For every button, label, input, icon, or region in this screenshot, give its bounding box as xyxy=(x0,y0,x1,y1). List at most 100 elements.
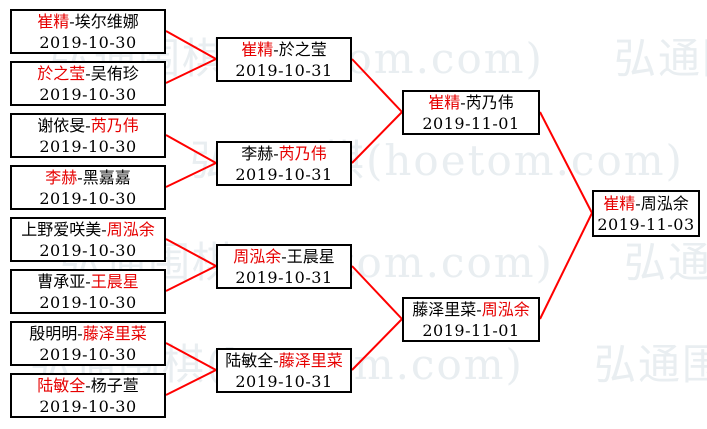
connector-line xyxy=(539,212,593,320)
match-date: 2019-10-30 xyxy=(39,136,137,156)
match-date: 2019-11-01 xyxy=(422,320,520,340)
vs-separator: - xyxy=(273,350,279,370)
vs-separator: - xyxy=(460,92,466,112)
player-name: 周泓余 xyxy=(233,246,282,266)
connector-line xyxy=(351,111,403,164)
match-box-r2-3: 周泓余-王晨星 2019-10-31 xyxy=(216,244,352,289)
vs-separator: - xyxy=(273,143,279,163)
match-players: 崔精-芮乃伟 xyxy=(428,92,513,113)
match-date: 2019-10-31 xyxy=(235,267,333,287)
player-name: 藤泽里菜 xyxy=(412,299,477,319)
player-name: 李赫 xyxy=(241,143,274,163)
player-name: 周泓余 xyxy=(481,299,530,319)
match-box-r1-4: 李赫-黑嘉嘉 2019-10-30 xyxy=(10,165,166,210)
match-players: 陆敏全-杨子萱 xyxy=(37,375,138,396)
player-name: 陆敏全 xyxy=(225,350,274,370)
match-players: 周泓余-王晨星 xyxy=(233,246,334,267)
player-name: 藤泽里菜 xyxy=(82,323,147,343)
player-name: 陆敏全 xyxy=(37,375,86,395)
connector-line xyxy=(351,58,403,113)
vs-separator: - xyxy=(85,115,91,135)
match-box-r1-7: 殷明明-藤泽里菜 2019-10-30 xyxy=(10,321,166,366)
match-box-sf-1: 崔精-芮乃伟 2019-11-01 xyxy=(402,90,540,135)
match-players: 崔精-於之莹 xyxy=(241,39,326,60)
match-box-r2-4: 陆敏全-藤泽里菜 2019-10-31 xyxy=(216,348,352,393)
match-players: 李赫-黑嘉嘉 xyxy=(45,167,130,188)
match-date: 2019-10-31 xyxy=(235,371,333,391)
match-box-sf-2: 藤泽里菜-周泓余 2019-11-01 xyxy=(402,297,540,342)
connector-line xyxy=(165,342,217,371)
vs-separator: - xyxy=(85,271,91,291)
player-name: 於之莹 xyxy=(37,63,86,83)
match-box-r2-2: 李赫-芮乃伟 2019-10-31 xyxy=(216,141,352,186)
player-name: 周泓余 xyxy=(640,193,689,213)
vs-separator: - xyxy=(273,39,279,59)
match-players: 李赫-芮乃伟 xyxy=(241,143,326,164)
match-players: 曹承亚-王晨星 xyxy=(37,271,138,292)
match-date: 2019-10-31 xyxy=(235,164,333,184)
match-date: 2019-11-03 xyxy=(597,214,695,234)
vs-separator: - xyxy=(101,219,107,239)
player-name: 殷明明 xyxy=(29,323,78,343)
match-box-r1-8: 陆敏全-杨子萱 2019-10-30 xyxy=(10,373,166,418)
match-date: 2019-10-30 xyxy=(39,396,137,416)
match-date: 2019-10-31 xyxy=(235,60,333,80)
match-box-r1-3: 谢依旻-芮乃伟 2019-10-30 xyxy=(10,113,166,158)
vs-separator: - xyxy=(635,193,641,213)
connector-line xyxy=(539,111,593,214)
vs-separator: - xyxy=(281,246,287,266)
match-box-r2-1: 崔精-於之莹 2019-10-31 xyxy=(216,37,352,82)
player-name: 芮乃伟 xyxy=(278,143,327,163)
match-players: 上野爱咲美-周泓余 xyxy=(21,219,154,240)
player-name: 崔精 xyxy=(603,193,636,213)
player-name: 崔精 xyxy=(37,11,70,31)
match-box-r1-6: 曹承亚-王晨星 2019-10-30 xyxy=(10,269,166,314)
connector-line xyxy=(165,265,217,292)
player-name: 杨子萱 xyxy=(90,375,139,395)
player-name: 王晨星 xyxy=(90,271,139,291)
player-name: 上野爱咲美 xyxy=(21,219,102,239)
match-date: 2019-10-30 xyxy=(39,188,137,208)
connector-line xyxy=(165,58,217,84)
player-name: 谢依旻 xyxy=(37,115,86,135)
match-players: 藤泽里菜-周泓余 xyxy=(412,299,529,320)
match-date: 2019-10-30 xyxy=(39,240,137,260)
match-players: 陆敏全-藤泽里菜 xyxy=(225,350,342,371)
player-name: 曹承亚 xyxy=(37,271,86,291)
match-date: 2019-10-30 xyxy=(39,292,137,312)
player-name: 崔精 xyxy=(241,39,274,59)
match-box-r1-2: 於之莹-吴侑珍 2019-10-30 xyxy=(10,61,166,106)
vs-separator: - xyxy=(77,323,83,343)
player-name: 王晨星 xyxy=(286,246,335,266)
vs-separator: - xyxy=(85,63,91,83)
connector-line xyxy=(351,318,403,371)
match-box-final: 崔精-周泓余 2019-11-03 xyxy=(592,190,700,237)
match-players: 崔精-周泓余 xyxy=(603,193,688,214)
player-name: 李赫 xyxy=(45,167,78,187)
match-players: 殷明明-藤泽里菜 xyxy=(29,323,146,344)
player-name: 於之莹 xyxy=(278,39,327,59)
player-name: 周泓余 xyxy=(106,219,155,239)
player-name: 埃尔维娜 xyxy=(74,11,139,31)
match-players: 谢依旻-芮乃伟 xyxy=(37,115,138,136)
match-box-r1-5: 上野爱咲美-周泓余 2019-10-30 xyxy=(10,217,166,262)
connector-line xyxy=(165,238,217,267)
vs-separator: - xyxy=(476,299,482,319)
connector-line xyxy=(165,134,217,164)
player-name: 吴侑珍 xyxy=(90,63,139,83)
match-box-r1-1: 崔精-埃尔维娜 2019-10-30 xyxy=(10,9,166,54)
player-name: 藤泽里菜 xyxy=(278,350,343,370)
player-name: 黑嘉嘉 xyxy=(82,167,131,187)
connector-line xyxy=(165,162,217,188)
match-players: 於之莹-吴侑珍 xyxy=(37,63,138,84)
player-name: 芮乃伟 xyxy=(90,115,139,135)
match-date: 2019-10-30 xyxy=(39,84,137,104)
vs-separator: - xyxy=(85,375,91,395)
connector-line xyxy=(165,30,217,60)
match-date: 2019-10-30 xyxy=(39,344,137,364)
match-date: 2019-11-01 xyxy=(422,113,520,133)
connector-line xyxy=(165,369,217,396)
match-date: 2019-10-30 xyxy=(39,32,137,52)
player-name: 崔精 xyxy=(428,92,461,112)
